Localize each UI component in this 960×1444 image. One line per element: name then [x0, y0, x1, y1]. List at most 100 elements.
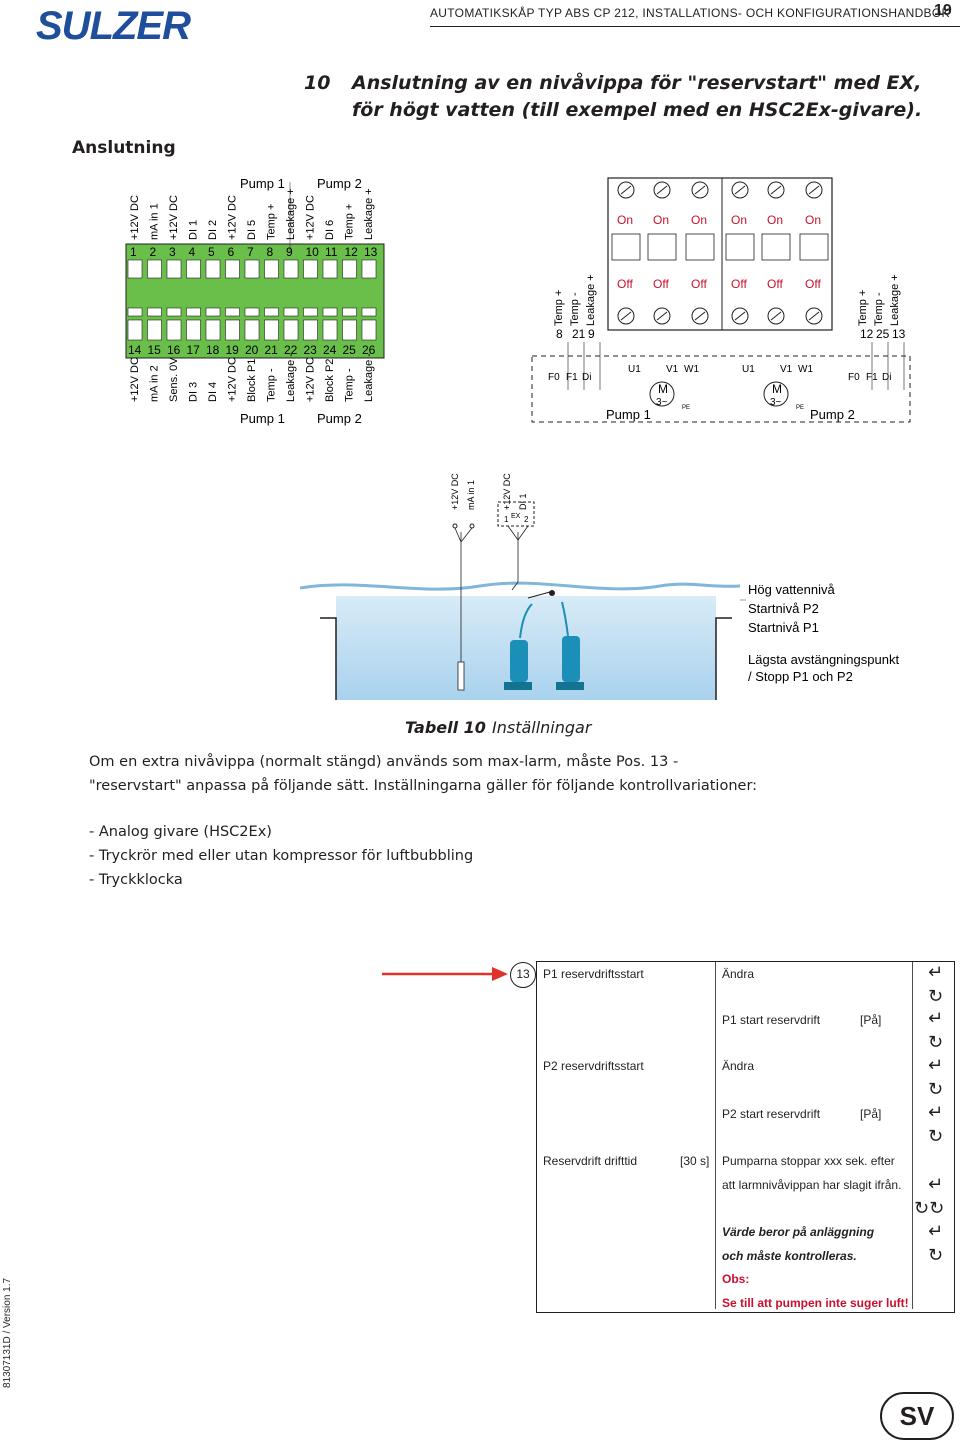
terminal-bottom-label: Leakage - — [285, 353, 297, 402]
terminal-bottom-label: +12V DC — [227, 357, 239, 402]
breaker-panel — [607, 177, 833, 331]
breaker-switch — [611, 233, 641, 261]
terminal-slot — [264, 259, 279, 279]
terminal-slot — [264, 319, 279, 341]
breaker-on-label: On — [691, 213, 707, 227]
breaker-switch — [685, 233, 715, 261]
terminal-slot — [127, 259, 143, 279]
ex-terminal-number: 2 — [524, 515, 529, 524]
terminal-top-number: 11 — [325, 245, 338, 259]
motor2-phase-label: V1 — [780, 364, 793, 375]
terminal-bottom-number: 25 — [343, 343, 357, 357]
terminal-bottom-number: 22 — [284, 343, 298, 357]
motor2-m: M — [772, 382, 782, 396]
motor-right-number: 12 — [860, 327, 874, 341]
terminal-slot — [205, 319, 221, 341]
motor1-f-label: F1 — [566, 372, 578, 383]
rotate-icon[interactable]: ↻ — [928, 1245, 944, 1266]
menu-warning-1: Värde beror på anläggning — [722, 1225, 875, 1239]
table-title: Inställningar — [492, 718, 592, 737]
pump1-bottom-label: Pump 1 — [240, 411, 285, 426]
terminal-slot — [205, 307, 221, 317]
breaker-screw — [620, 311, 632, 321]
breaker-screw — [656, 185, 668, 195]
breaker-screw — [694, 311, 706, 321]
terminal-slot — [361, 259, 377, 279]
list-item: - Tryckklocka — [89, 872, 183, 888]
enter-icon[interactable]: ↵ — [928, 1221, 944, 1242]
menu-p1-value[interactable]: [På] — [860, 1013, 882, 1027]
rotate-icon[interactable]: ↻ — [928, 1032, 944, 1053]
terminal-top-number: 9 — [286, 245, 293, 259]
motor-right-number: 25 — [876, 327, 890, 341]
terminal-top-number: 10 — [306, 245, 320, 259]
motor1-circle — [649, 381, 675, 407]
pump2-bottom-label: Pump 2 — [317, 411, 362, 426]
enter-icon[interactable]: ↵ — [928, 1008, 944, 1029]
rotate-icon[interactable]: ↻ — [928, 986, 944, 1007]
enter-icon[interactable]: ↵ — [928, 962, 944, 983]
list-item: - Analog givare (HSC2Ex) — [89, 824, 272, 840]
terminal-bottom-label: Leakage - — [363, 353, 375, 402]
menu-p2-value-label: P2 start reservdrift — [722, 1107, 821, 1121]
terminal-top-label: Leakage + — [285, 188, 297, 240]
motor-pump1-label: Pump 1 — [606, 407, 651, 422]
enter-icon[interactable]: ↵ — [928, 1174, 944, 1195]
menu-res-time[interactable]: Reservdrift drifttid — [543, 1154, 638, 1168]
terminal-bottom-number: 21 — [265, 343, 279, 357]
ex-barrier — [497, 501, 535, 527]
terminal-slot — [322, 259, 338, 279]
terminal-slot — [303, 319, 318, 341]
menu-p2-start[interactable]: P2 reservdriftsstart — [543, 1059, 644, 1073]
terminal-slot — [361, 307, 377, 317]
breaker-off-label: Off — [691, 277, 707, 291]
sulzer-logo: SULZER — [36, 4, 191, 48]
version-text: 81307131D / Version 1.7 — [2, 1277, 13, 1388]
motor-left-label: Leakage + — [585, 274, 597, 326]
terminal-top-label: +12V DC — [227, 195, 239, 240]
rotate-icon[interactable]: ↻↻ — [914, 1198, 945, 1219]
menu-obs-text: Se till att pumpen inte suger luft! — [722, 1296, 909, 1310]
enter-icon[interactable]: ↵ — [928, 1055, 944, 1076]
breaker-screw — [808, 311, 820, 321]
menu-p2-value[interactable]: [På] — [860, 1107, 882, 1121]
motor2-f-label: Di — [882, 372, 891, 383]
motor-left-number: 21 — [572, 327, 586, 341]
terminal-slot — [244, 307, 260, 317]
breaker-screw — [770, 311, 782, 321]
variation-list: - Analog givare (HSC2Ex) - Tryckrör med … — [89, 820, 769, 892]
rotate-icon[interactable]: ↻ — [928, 1079, 944, 1100]
terminal-bottom-number: 17 — [187, 343, 201, 357]
terminal-top-number: 5 — [208, 245, 215, 259]
terminal-slot — [186, 307, 201, 317]
menu-panel — [536, 961, 955, 1313]
menu-p1-start[interactable]: P1 reservdriftsstart — [543, 967, 644, 981]
terminal-slot — [225, 319, 240, 341]
rotate-icon[interactable]: ↻ — [928, 1126, 944, 1147]
terminal-slot — [283, 307, 299, 317]
breaker-on-label: On — [617, 213, 633, 227]
terminal-bottom-label: DI 4 — [207, 382, 219, 402]
breaker-on-label: On — [731, 213, 747, 227]
subheading: Anslutning — [72, 138, 176, 158]
level-start-p2: Startnivå P2 — [748, 601, 819, 616]
level-low: Lägsta avstängningspunkt — [748, 652, 899, 667]
enter-icon[interactable]: ↵ — [928, 1102, 944, 1123]
pump1-illustration — [504, 603, 533, 690]
terminal-slot — [322, 319, 338, 341]
breaker-off-label: Off — [731, 277, 747, 291]
motor-left-number: 9 — [588, 327, 595, 341]
terminal-bottom-number: 20 — [245, 343, 259, 357]
menu-andra-2[interactable]: Ändra — [722, 1059, 755, 1073]
motor1-phase: 3~ — [656, 397, 668, 408]
terminal-top-number: 3 — [169, 245, 176, 259]
terminal-slot — [166, 319, 182, 341]
menu-res-value[interactable]: [30 s] — [680, 1154, 710, 1168]
pump2-top-label: Pump 2 — [317, 176, 362, 191]
terminal-bottom-label: Temp - — [266, 368, 278, 402]
terminal-slot — [147, 259, 162, 279]
terminal-top-number: 2 — [150, 245, 157, 259]
menu-andra-1[interactable]: Ändra — [722, 967, 755, 981]
menu-warning-2: och måste kontrolleras. — [722, 1249, 857, 1263]
water-surface — [300, 581, 741, 591]
